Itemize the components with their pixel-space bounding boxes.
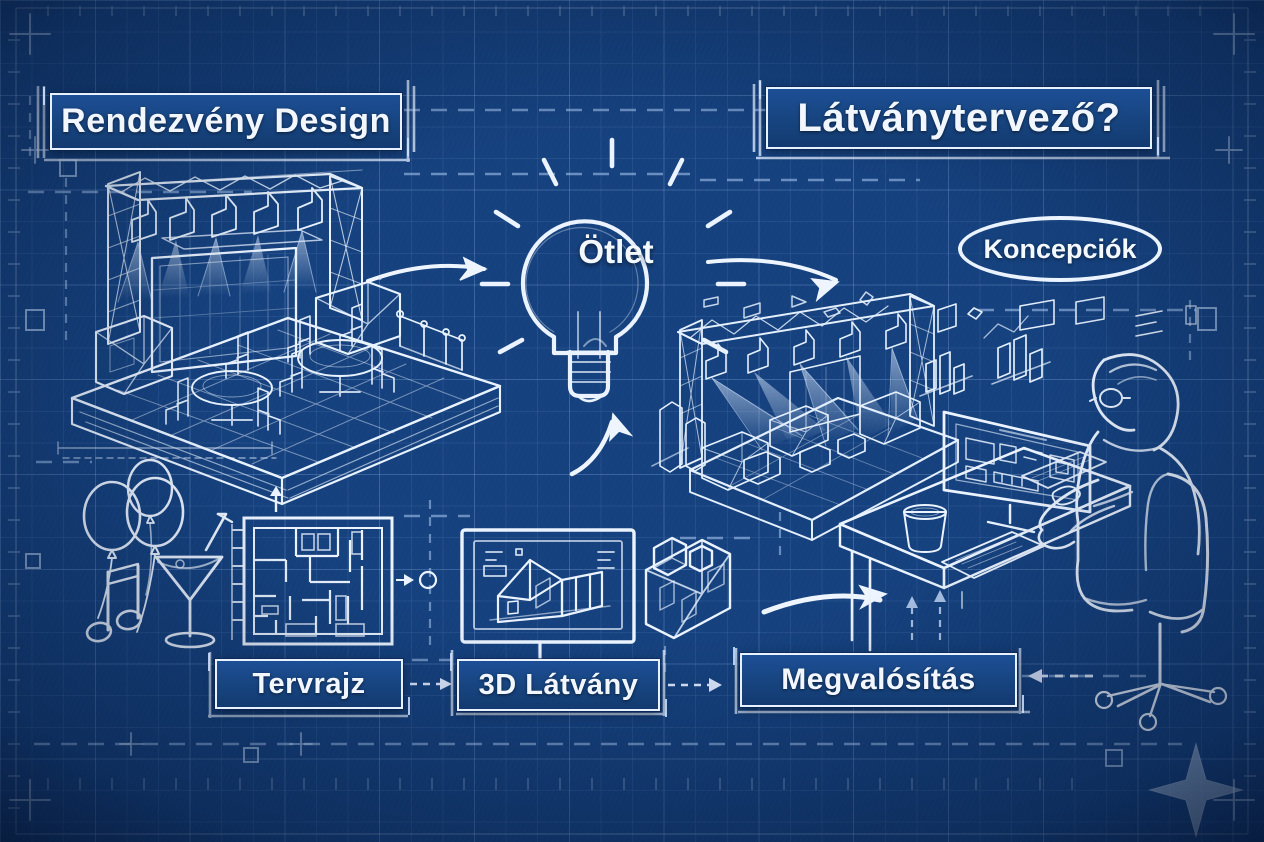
- illustration-party-icons: [82, 458, 234, 649]
- speech-bubble-koncepciok: Koncepciók: [958, 216, 1162, 282]
- arrow-to-megvalositas: [761, 584, 888, 615]
- illustration-monitor-3d: [460, 528, 732, 680]
- page-title-right: Látványtervező?: [759, 81, 1159, 155]
- arrow-up-to-bulb: [569, 412, 634, 477]
- step-label-tervrajz: Tervrajz: [208, 653, 410, 715]
- arrow-left-from-designer: [1028, 669, 1096, 683]
- lightbulb-label: Ötlet: [578, 233, 654, 270]
- page-title-left: Rendezvény Design: [43, 87, 409, 156]
- step-label-3d-latvany: 3D Látvány: [450, 653, 667, 717]
- illustration-stage-right: [651, 291, 1197, 541]
- illustration-stage-left: [57, 169, 502, 506]
- title-frame-marks: [36, 80, 1170, 718]
- illustration-floorplan: [231, 486, 438, 646]
- arrow-stage-to-bulb: [366, 256, 488, 283]
- arrow-bulb-to-concept: [706, 258, 840, 303]
- compass-star-icon: [1148, 742, 1244, 838]
- arrow-tervrajz-to-3d: [410, 678, 452, 690]
- arrow-3d-to-megvalositas: [668, 678, 722, 692]
- step-label-megvalositas: Megvalósítás: [733, 647, 1024, 713]
- arrow-up-ticks: [906, 590, 946, 640]
